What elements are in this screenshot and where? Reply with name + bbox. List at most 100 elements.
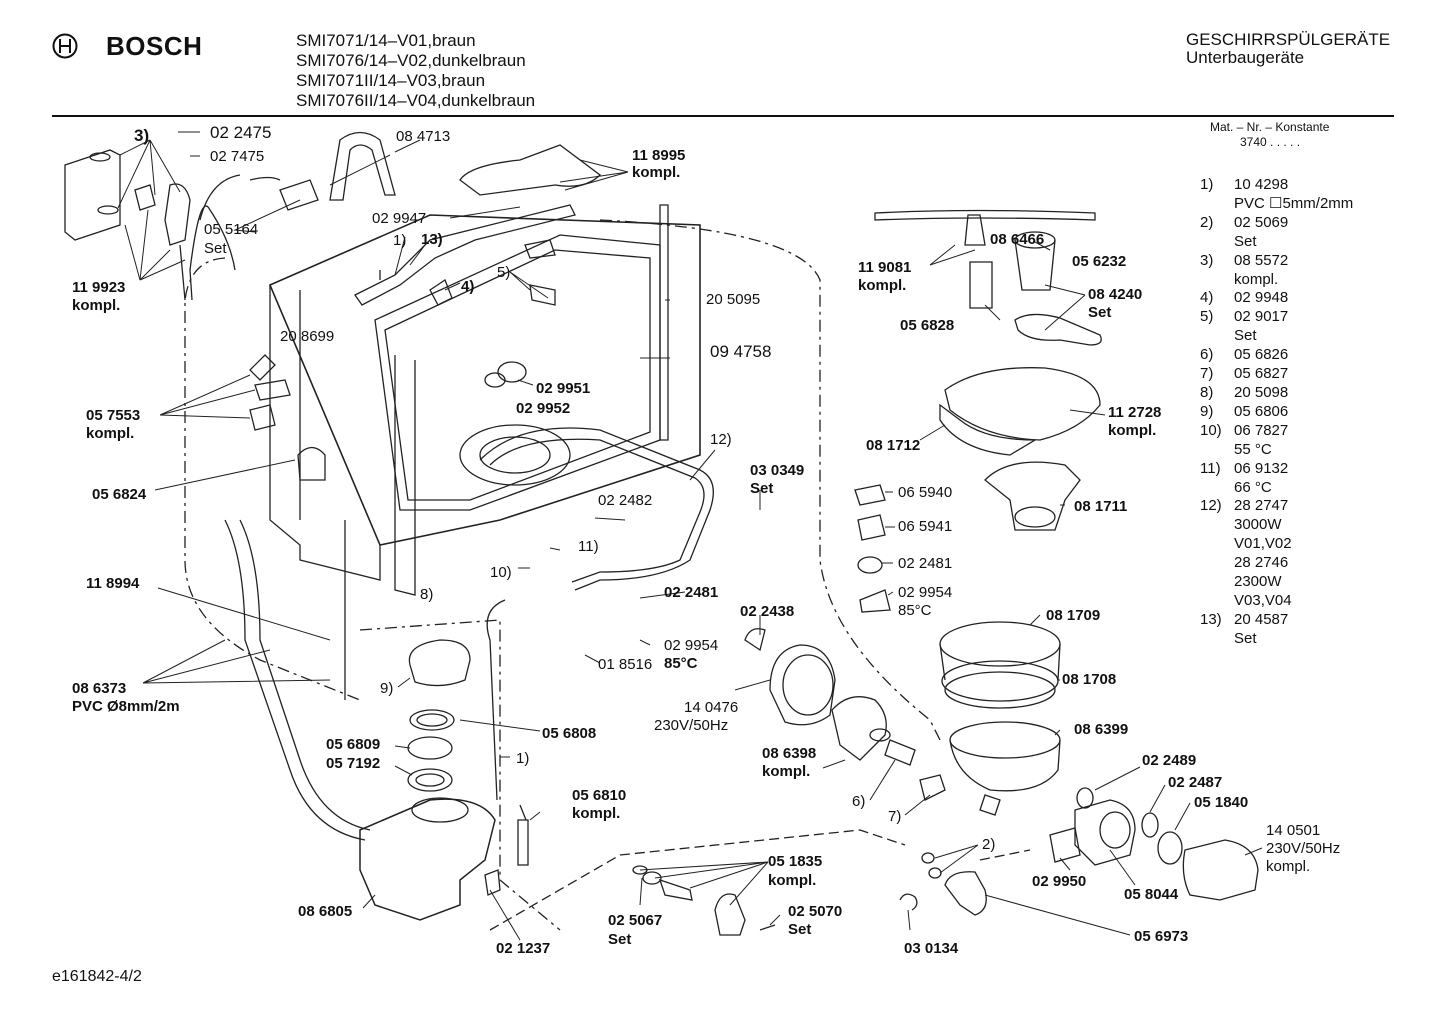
- callout-label: Set: [1088, 304, 1112, 321]
- callout-label: 08 6399: [1074, 721, 1129, 738]
- callout-label: 05 6810: [572, 787, 627, 804]
- top-rail: [354, 204, 576, 306]
- callout-label: 11 2728: [1108, 404, 1162, 421]
- callout-label: PVC Ø8mm/2m: [72, 698, 180, 715]
- o-ring: [928, 867, 942, 879]
- sensor: [484, 869, 501, 896]
- callout-label: 03 0349: [750, 462, 805, 479]
- callout-label: 06 5941: [898, 518, 953, 535]
- callout-label: 05 6808: [542, 725, 597, 742]
- callout-label: 13): [421, 231, 443, 248]
- filter-cup: [1014, 239, 1056, 291]
- callout-label: 02 9951: [536, 380, 591, 397]
- seal-ring: [407, 736, 453, 760]
- legend-item: 6)05 6826: [1200, 346, 1289, 364]
- callout-label: 08 4713: [396, 128, 451, 145]
- callout-label: 8): [420, 586, 434, 603]
- callout-label: 9): [380, 680, 394, 697]
- callout-label: 08 6805: [298, 903, 353, 920]
- model-line: SMI7076/14–V02,dunkelbraun: [296, 51, 526, 70]
- mat-nr-value: 3740 . . . . .: [1240, 135, 1301, 149]
- legend-item: 9)05 6806: [1200, 402, 1289, 420]
- ring-08-1709: [939, 621, 1061, 667]
- clip: [854, 484, 886, 541]
- header-rule: [52, 115, 1394, 117]
- seal-ring: [407, 768, 453, 792]
- callout-label: 02 9947: [372, 210, 427, 227]
- callout-label: 08 1709: [1046, 607, 1101, 624]
- motor-14-0476: [769, 644, 836, 726]
- seal-ring: [409, 709, 455, 731]
- hose-clip: [899, 893, 918, 911]
- air-break: [714, 893, 746, 936]
- callout-label: kompl.: [72, 297, 121, 314]
- callout-label: 3): [134, 126, 150, 145]
- hose-connector: [279, 179, 319, 211]
- o-ring: [921, 852, 935, 864]
- support-bracket: [329, 131, 396, 201]
- callout-label: kompl.: [1108, 422, 1157, 439]
- plug: [658, 878, 693, 901]
- callout-label: 12): [710, 431, 732, 448]
- spray-arm-lower: [939, 403, 1038, 456]
- callout-label: 05 6824: [92, 486, 147, 503]
- callout-label: 5): [497, 264, 511, 281]
- callout-label: 08 1712: [866, 437, 921, 454]
- heater-element: [479, 427, 714, 591]
- callout-label: 02 9950: [1032, 873, 1087, 890]
- callout-label: 05 7553: [86, 407, 141, 424]
- ring-08-1708: [944, 671, 1056, 709]
- callout-label: kompl.: [632, 164, 681, 181]
- tub-inner-frame: [374, 234, 661, 511]
- hub-adapter: [969, 261, 993, 309]
- softener-cap: [89, 152, 111, 162]
- callout-label: 02 2438: [740, 603, 795, 620]
- seal-ring: [415, 773, 445, 787]
- pump-cup-outlet: [979, 794, 1001, 816]
- pump-outlet: [869, 728, 891, 742]
- callout-label: 11 8994: [86, 575, 140, 592]
- callout-label: Set: [788, 921, 812, 938]
- callout-label: 11 9081: [858, 259, 912, 276]
- seal-05-1840: [1157, 831, 1183, 865]
- hose-7: [919, 774, 946, 801]
- drain-adapter: [1049, 827, 1081, 863]
- tub-floor-ring: [479, 436, 551, 474]
- callout-label: 02 5070: [788, 903, 843, 920]
- callout-label: 02 9954: [898, 584, 953, 601]
- callout-label: 20 8699: [280, 328, 335, 345]
- callout-label: 05 6973: [1134, 928, 1189, 945]
- callout-label: Set: [750, 480, 774, 497]
- callout-label: 11 9923: [72, 279, 126, 296]
- callout-label: 14 0476: [684, 699, 739, 716]
- pump-cup: [949, 739, 1061, 792]
- hose-08-6373: [224, 519, 366, 841]
- washer: [642, 871, 662, 885]
- hose-08-6373: [239, 519, 371, 831]
- sump-inlet: [411, 797, 469, 823]
- callout-label: kompl.: [1266, 858, 1311, 875]
- seal-02-2487: [1141, 812, 1159, 838]
- callout-label: 85°C: [898, 602, 932, 619]
- screw: [759, 924, 776, 931]
- tub-outline: [979, 849, 1031, 861]
- bosch-logo-icon: [52, 33, 78, 63]
- inlet-valve: [134, 183, 191, 246]
- seal-ring: [416, 713, 448, 727]
- drawing-number: e161842-4/2: [52, 968, 142, 985]
- callout-label: 05 6828: [900, 317, 955, 334]
- rinse-aid-ring: [484, 372, 506, 388]
- callout-label: 02 2482: [598, 492, 653, 509]
- callout-label: 02 1237: [496, 940, 551, 957]
- callout-label: 230V/50Hz: [654, 717, 729, 734]
- callout-label: 7): [888, 808, 902, 825]
- upper-spray-arm: [874, 209, 1096, 221]
- category-line1: GESCHIRRSPÜLGERÄTE: [1186, 30, 1391, 49]
- callout-label: kompl.: [572, 805, 621, 822]
- door-lock: [297, 446, 326, 481]
- filter-cap: [408, 639, 471, 687]
